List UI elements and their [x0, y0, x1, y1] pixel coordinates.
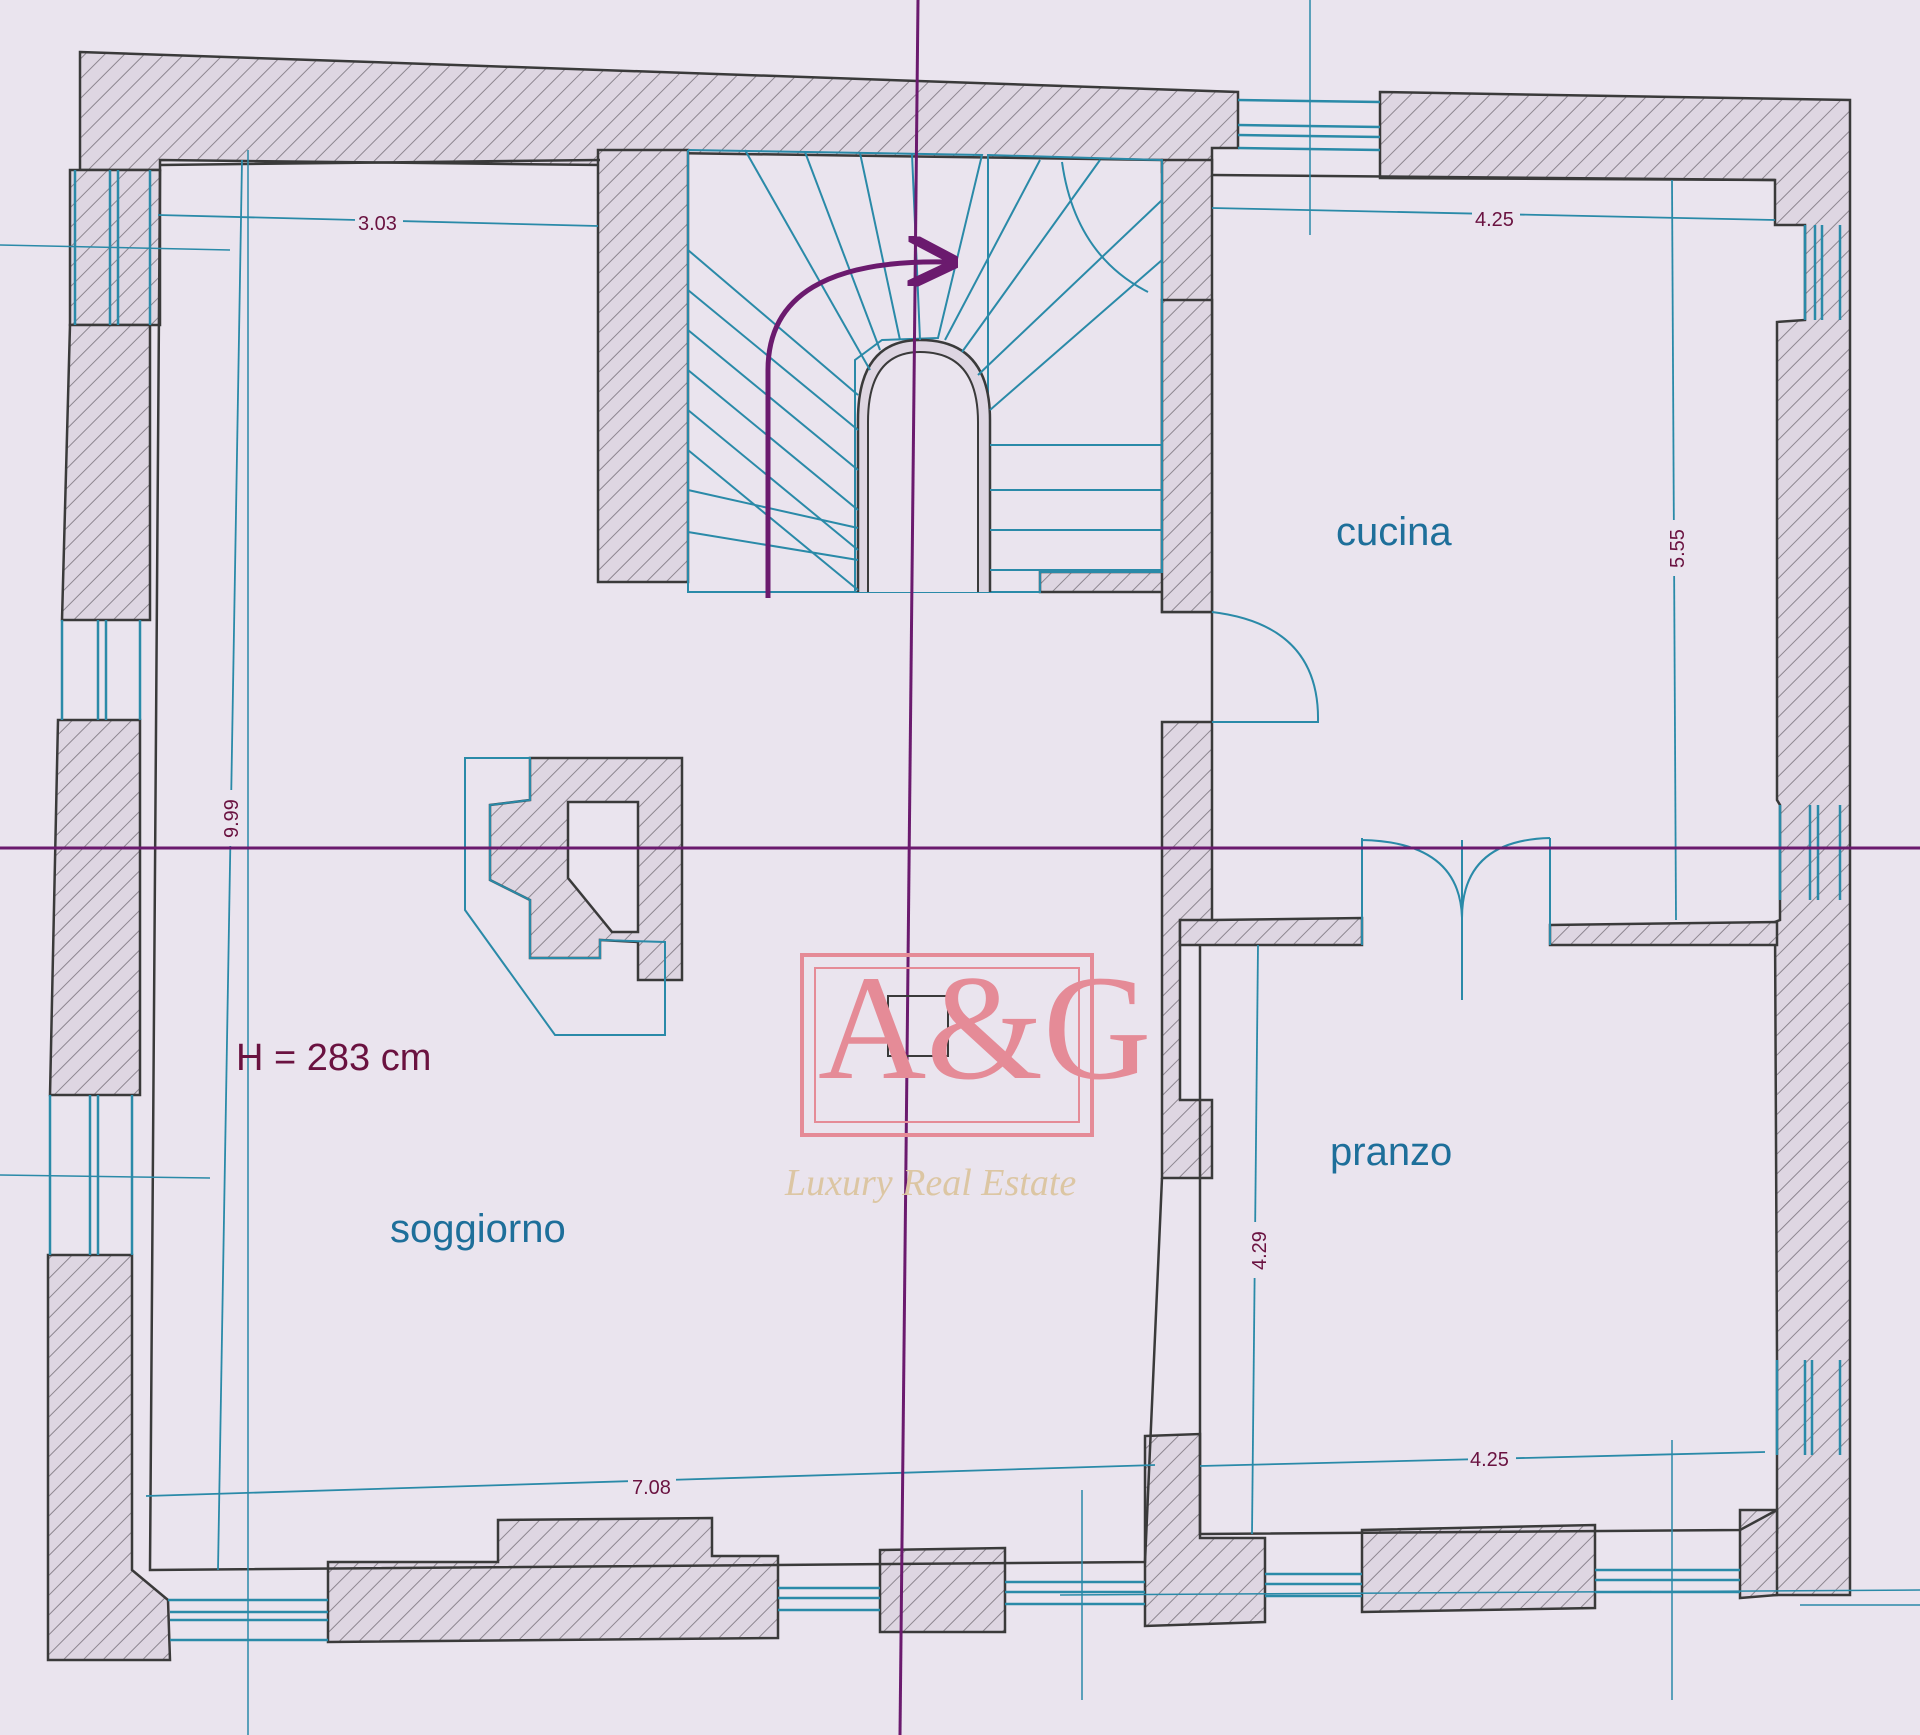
central-partition-lower	[1160, 720, 1214, 1180]
central-partition-upper	[1160, 298, 1214, 614]
dining-outline	[1198, 945, 1778, 1536]
staircase	[687, 149, 1163, 593]
dim-line-999	[217, 159, 243, 1571]
dim-label-303: 3.03	[358, 213, 397, 235]
doors	[1211, 611, 1551, 1000]
bottom-wall-segment-2	[878, 1546, 1007, 1634]
window-right-2	[1778, 805, 1842, 900]
kitchen-dining-wall-left	[1178, 916, 1364, 947]
kitchen-door-arc	[1211, 611, 1320, 723]
living-room-outline	[148, 158, 1164, 1572]
watermark-tagline: Luxury Real Estate	[784, 1162, 1076, 1204]
left-wall-segment-2	[60, 323, 152, 622]
dim-label-708: 7.08	[632, 1477, 671, 1499]
room-outlines	[148, 158, 1778, 1572]
room-label-pranzo: pranzo	[1330, 1130, 1452, 1174]
window-bottom-4	[1265, 1572, 1362, 1598]
stair-treads	[687, 149, 1163, 591]
dim-label-425-bottom: 4.25	[1470, 1449, 1509, 1471]
room-label-soggiorno: soggiorno	[390, 1207, 566, 1251]
window-right-3	[1775, 1360, 1842, 1455]
kitchen-outline	[1210, 173, 1776, 722]
window-bottom-2	[778, 1586, 880, 1612]
watermark-logo: A&G	[818, 945, 1151, 1111]
stair-direction-arrow	[765, 262, 948, 598]
stair-newel-inner	[867, 350, 979, 592]
window-top	[1237, 98, 1381, 152]
room-label-cucina: cucina	[1336, 510, 1452, 554]
bottom-wall-segment-5	[1738, 1508, 1779, 1600]
watermark-frame-outer	[800, 953, 1094, 1137]
watermark-frame-inner	[814, 967, 1080, 1123]
fireplace-flue	[566, 800, 640, 934]
window-left-1	[73, 170, 152, 325]
dim-label-555: 5.55	[1667, 529, 1689, 568]
window-right-1	[1803, 225, 1842, 320]
dim-label-999: 9.99	[221, 799, 243, 838]
vertical-axis	[898, 0, 920, 1735]
dim-label-425-top: 4.25	[1475, 209, 1514, 231]
stair-door-arc	[1061, 161, 1149, 293]
window-bottom-3	[1005, 1580, 1145, 1606]
ceiling-height-label: H = 283 cm	[236, 1037, 431, 1079]
stair-wall-left	[596, 148, 690, 584]
bottom-wall-segment-4	[1360, 1523, 1597, 1614]
bottom-wall-segment-1	[326, 1516, 780, 1644]
left-wall-segment-3	[48, 718, 142, 1097]
window-left-2	[60, 620, 142, 720]
dining-double-door	[1361, 837, 1551, 1000]
dim-label-429: 4.29	[1249, 1231, 1271, 1270]
agency-watermark: A&G Luxury Real Estate	[784, 945, 1151, 1204]
kitchen-dining-wall-right	[1548, 920, 1779, 947]
fireplace-hearth	[464, 757, 666, 1036]
